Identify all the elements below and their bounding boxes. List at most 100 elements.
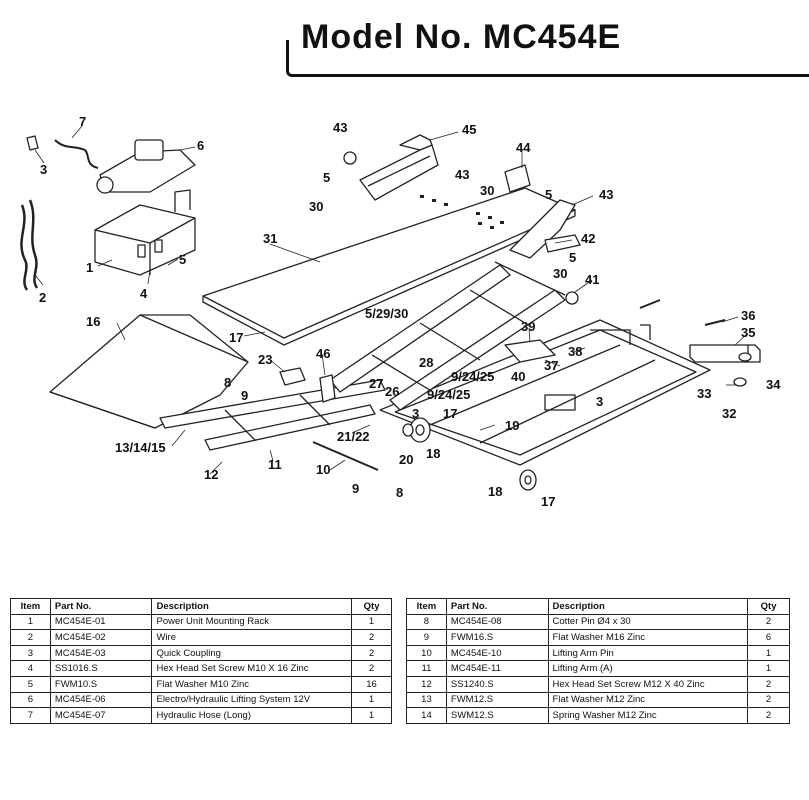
model-title: Model No. MC454E <box>301 18 622 56</box>
description-cell: Flat Washer M10 Zinc <box>151 675 353 693</box>
item-cell: 9 <box>406 629 447 646</box>
qty-cell: 16 <box>351 675 392 693</box>
callout-label: 35 <box>741 325 755 340</box>
callout-label: 5 <box>179 252 186 267</box>
callout-label: 17 <box>229 330 243 345</box>
callout-label: 9/24/25 <box>451 369 494 384</box>
callout-label: 43 <box>455 167 469 182</box>
callout-label: 17 <box>443 406 457 421</box>
qty-cell: 2 <box>351 629 392 646</box>
description-cell: Electro/Hydraulic Lifting System 12V <box>151 691 353 709</box>
description-cell: Flat Washer M12 Zinc <box>547 691 749 709</box>
callout-label: 16 <box>86 314 100 329</box>
description-cell: Spring Washer M12 Zinc <box>547 707 749 724</box>
callout-label: 21/22 <box>337 429 370 444</box>
item-cell: 7 <box>10 707 51 724</box>
column-header-qty: Qty <box>351 598 392 615</box>
callout-label: 30 <box>309 199 323 214</box>
column-header-part-no: Part No. <box>445 598 549 615</box>
item-cell: 1 <box>10 613 51 631</box>
exploded-parts-diagram: 1 2 3 4 5 6 7 3 5 30 43 45 43 44 30 5 31… <box>20 114 781 509</box>
column-header-part-no: Part No. <box>49 598 153 615</box>
part-no-cell: FWM16.S <box>445 629 549 646</box>
callout-label: 5 <box>569 250 576 265</box>
wheel-part <box>409 417 537 491</box>
scissor-arm-part <box>329 261 566 411</box>
item-cell: 14 <box>406 707 447 724</box>
callout-label: 12 <box>204 467 218 482</box>
qty-cell: 2 <box>747 691 790 709</box>
item-cell: 13 <box>406 691 447 709</box>
callout-label: 43 <box>599 187 613 202</box>
power-unit-rack-part <box>94 189 196 276</box>
column-header-item: Item <box>406 598 447 615</box>
callout-label: 43 <box>333 120 347 135</box>
qty-cell: 1 <box>747 660 790 677</box>
part-no-cell: MC454E-07 <box>49 707 153 724</box>
callout-label: 6 <box>197 138 204 153</box>
callout-label: 17 <box>541 494 555 509</box>
callout-label: 3 <box>412 406 419 421</box>
qty-cell: 2 <box>747 613 790 631</box>
model-title-box: Model No. MC454E <box>286 18 809 77</box>
callout-label: 30 <box>480 183 494 198</box>
callout-label: 18 <box>488 484 502 499</box>
description-cell: Hex Head Set Screw M12 X 40 Zinc <box>547 675 749 693</box>
callout-label: 37 <box>544 358 558 373</box>
wheel-chock-part <box>343 134 439 201</box>
callout-label: 9 <box>352 481 359 496</box>
column-header-description: Description <box>151 598 353 615</box>
item-cell: 4 <box>10 660 51 677</box>
description-cell: Hex Head Set Screw M10 X 16 Zinc <box>151 660 353 677</box>
item-cell: 2 <box>10 629 51 646</box>
qty-cell: 1 <box>747 644 790 662</box>
callout-label: 8 <box>396 485 403 500</box>
column-header-description: Description <box>547 598 749 615</box>
callout-label: 27 <box>369 376 383 391</box>
column-header-qty: Qty <box>747 598 790 615</box>
part-no-cell: MC454E-03 <box>49 644 153 662</box>
callout-label: 9/24/25 <box>427 387 470 402</box>
qty-cell: 1 <box>351 707 392 724</box>
description-cell: Flat Washer M16 Zinc <box>547 629 749 646</box>
part-no-cell: SWM12.S <box>445 707 549 724</box>
description-cell: Wire <box>151 629 353 646</box>
callout-label: 38 <box>568 344 582 359</box>
description-cell: Lifting Arm Pin <box>547 644 749 662</box>
callout-label: 45 <box>462 122 476 137</box>
part-no-cell: FWM10.S <box>49 675 153 693</box>
qty-cell: 1 <box>351 613 392 631</box>
callout-label: 19 <box>505 418 519 433</box>
callout-label: 10 <box>316 462 330 477</box>
callout-label: 30 <box>553 266 567 281</box>
callout-label: 1 <box>86 260 93 275</box>
qty-cell: 2 <box>351 644 392 662</box>
callout-label: 26 <box>385 384 399 399</box>
callout-label: 32 <box>722 406 736 421</box>
qty-cell: 2 <box>351 660 392 677</box>
item-cell: 5 <box>10 675 51 693</box>
callout-label: 34 <box>766 377 781 392</box>
item-cell: 3 <box>10 644 51 662</box>
callout-label: 23 <box>258 352 272 367</box>
side-chock-part <box>509 199 581 259</box>
item-cell: 6 <box>10 691 51 709</box>
callout-label: 13/14/15 <box>115 440 166 455</box>
callout-label: 5/29/30 <box>365 306 408 321</box>
callout-label: 2 <box>39 290 46 305</box>
callout-label: 31 <box>263 231 277 246</box>
callout-label: 5 <box>545 187 552 202</box>
callout-label: 3 <box>40 162 47 177</box>
